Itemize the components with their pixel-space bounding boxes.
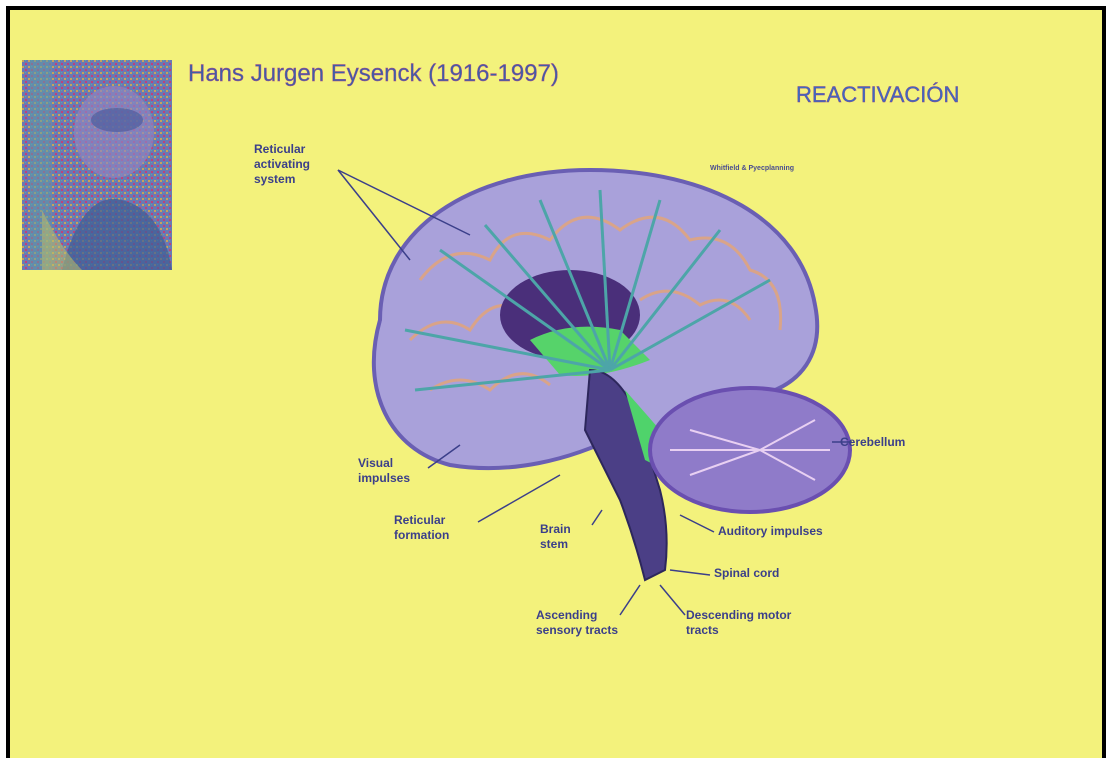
slide-title: REACTIVACIÓN bbox=[796, 82, 959, 108]
label-ascending-sensory-tracts: Ascending sensory tracts bbox=[536, 608, 618, 638]
label-reticular-formation: Reticular formation bbox=[394, 513, 449, 543]
label-spinal-cord: Spinal cord bbox=[714, 566, 779, 581]
label-descending-motor-tracts: Descending motor tracts bbox=[686, 608, 791, 638]
slide: Hans Jurgen Eysenck (1916-1997) REACTIVA… bbox=[6, 6, 1106, 758]
label-auditory-impulses: Auditory impulses bbox=[718, 524, 823, 539]
label-brain-stem: Brain stem bbox=[540, 522, 571, 552]
label-reticular-activating-system: Reticular activating system bbox=[254, 142, 310, 187]
brain-illustration bbox=[240, 130, 950, 650]
portrait-image bbox=[22, 60, 172, 270]
slide-heading: Hans Jurgen Eysenck (1916-1997) bbox=[188, 60, 559, 88]
label-cerebellum: Cerebellum bbox=[840, 435, 905, 450]
credit-text: Whitfield & Pyecplanning bbox=[710, 164, 794, 173]
label-visual-impulses: Visual impulses bbox=[358, 456, 410, 486]
brain-diagram: Whitfield & Pyecplanning Reticular activ… bbox=[240, 130, 950, 650]
